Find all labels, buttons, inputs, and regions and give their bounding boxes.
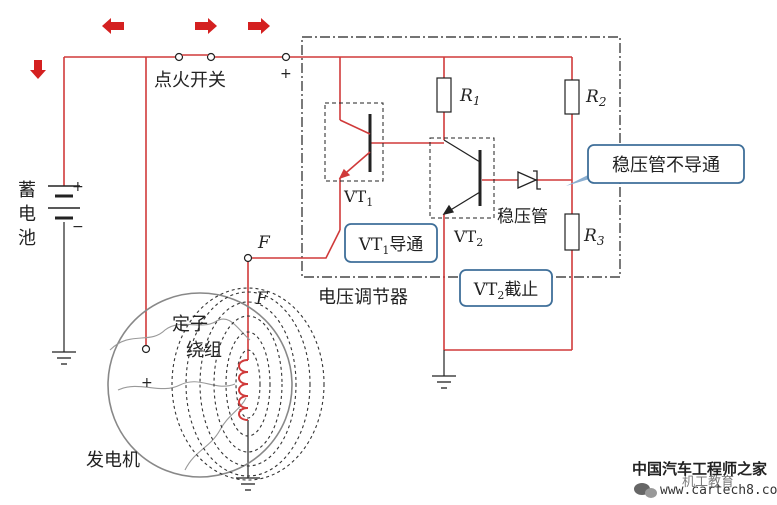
generator-label: 发电机 — [86, 450, 140, 471]
watermark: 中国汽车工程师之家 www.cartech8.com 机工教育 — [632, 460, 777, 498]
resistor-r3 — [564, 213, 580, 251]
battery-symbol — [48, 185, 80, 220]
battery-minus-label: − — [72, 219, 84, 235]
callout-vt2-off: VT2截止 — [459, 269, 553, 307]
zener-diode — [517, 170, 541, 190]
r2-label: R2 — [585, 87, 606, 109]
regulator-plus-terminal — [281, 52, 291, 62]
generator-plus-label: + — [141, 375, 153, 391]
generator-plus-terminal — [141, 344, 151, 354]
arrow-down-icon — [30, 60, 46, 79]
regulator-plus-label: + — [280, 66, 292, 82]
ground-icon — [52, 351, 76, 365]
r3-label: R3 — [583, 226, 605, 248]
wiring — [63, 56, 573, 360]
callout-zener-off: 稳压管不导通 — [587, 144, 745, 184]
terminal-f — [243, 253, 253, 263]
watermark-url: www.cartech8.com — [660, 483, 777, 498]
battery-label-char: 池 — [18, 228, 36, 249]
terminal-f-label: F — [257, 233, 271, 253]
regulator-label: 电压调节器 — [318, 287, 408, 308]
stator-label-line: 绕组 — [186, 340, 222, 361]
vt1-transistor — [338, 114, 372, 180]
current-direction-arrows — [30, 18, 270, 79]
ignition-switch-label: 点火开关 — [154, 70, 226, 91]
ignition-switch — [174, 52, 216, 62]
callout-zener-off-text: 稳压管不导通 — [612, 155, 720, 176]
magnetic-flux-lines — [171, 287, 325, 481]
arrow-right-icon — [195, 18, 217, 34]
stator-coil — [238, 359, 249, 421]
callout-vt2-off-text: VT2截止 — [473, 280, 539, 302]
stator-label-line: 定子 — [172, 314, 208, 335]
battery-label-char: 电 — [18, 204, 36, 225]
watermark-site-name: 中国汽车工程师之家 — [632, 460, 767, 478]
ground-icon — [236, 477, 260, 491]
vt1-label: VT1 — [343, 187, 373, 209]
battery-label: 蓄 电 池 — [18, 180, 36, 249]
arrow-right-icon — [248, 18, 270, 34]
r1-label: R1 — [459, 86, 480, 108]
resistor-r1 — [436, 77, 452, 113]
battery-plus-label: + — [72, 179, 84, 195]
vt2-transistor — [442, 139, 482, 215]
vt1-dashed-box — [324, 102, 384, 182]
battery-label-char: 蓄 — [18, 180, 36, 201]
callout-vt1-on: VT1导通 — [344, 223, 438, 263]
generator-circle — [107, 292, 293, 478]
vt2-label: VT2 — [453, 227, 483, 249]
arrow-left-icon — [102, 18, 124, 34]
watermark-overlay: 机工教育 — [682, 474, 734, 490]
ground-icon — [432, 375, 456, 389]
field-f-label: F — [255, 289, 269, 309]
zener-label: 稳压管 — [497, 207, 548, 227]
ground-wiring — [63, 222, 445, 478]
resistor-r2 — [564, 79, 580, 115]
vt2-dashed-box — [429, 137, 495, 219]
callout-vt1-on-text: VT1导通 — [358, 235, 424, 257]
wechat-icon — [634, 483, 657, 498]
